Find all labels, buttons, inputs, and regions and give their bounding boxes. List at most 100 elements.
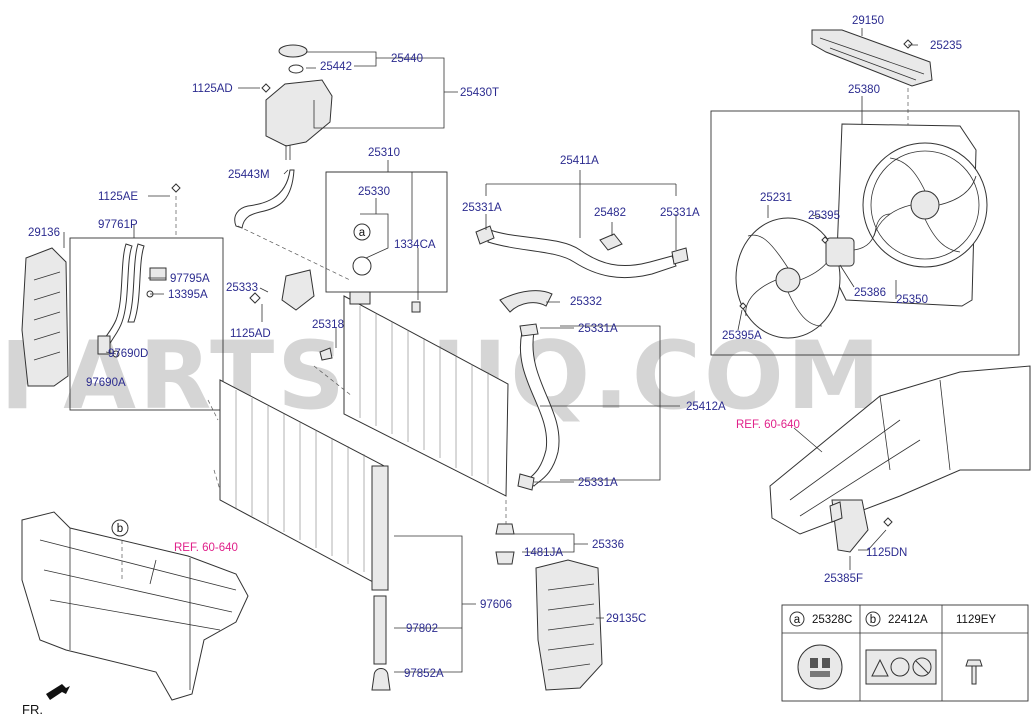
radiator-cap-icon — [797, 644, 843, 690]
callout-1481ja[interactable]: 1481JA — [524, 547, 563, 559]
callout-25430t[interactable]: 25430T — [460, 87, 499, 99]
hose-bracket[interactable] — [599, 233, 623, 251]
legend-a-circle — [789, 611, 805, 627]
callout-25231[interactable]: 25231 — [760, 192, 792, 204]
marker-b-circle — [111, 519, 129, 537]
callout-25385f[interactable]: 25385F — [824, 573, 863, 585]
legend-a-part[interactable]: 25328C — [812, 614, 852, 626]
callout-97690d[interactable]: 97690D — [108, 348, 148, 360]
radiator-bracket[interactable] — [319, 347, 333, 361]
legend-b-marker: b — [870, 614, 876, 626]
receiver-drier[interactable] — [371, 465, 389, 591]
front-end-carrier[interactable] — [21, 511, 249, 701]
callout-97761p[interactable]: 97761P — [98, 219, 138, 231]
callout-labels: 29150 25235 25380 25231 25395 25386 2535… — [22, 15, 962, 717]
legend-b-part[interactable]: 22412A — [888, 614, 928, 626]
bracket-bolt[interactable] — [903, 39, 913, 49]
callout-25395a[interactable]: 25395A — [722, 330, 762, 342]
upper-mount[interactable] — [281, 269, 315, 311]
hose-guide[interactable] — [499, 290, 553, 313]
line-bracket-box — [69, 237, 224, 411]
callout-25411a[interactable]: 25411A — [560, 155, 599, 167]
motor-screw[interactable] — [821, 236, 829, 244]
bracket-bolt-top[interactable] — [171, 183, 181, 193]
legend-b-circle — [865, 611, 881, 627]
sensor-bolt[interactable] — [883, 517, 893, 527]
callout-13395a[interactable]: 13395A — [168, 289, 208, 301]
ref-left[interactable]: REF. 60-640 — [174, 542, 238, 554]
callout-25333[interactable]: 25333 — [226, 282, 258, 294]
callout-25386[interactable]: 25386 — [854, 287, 886, 299]
side-member[interactable] — [769, 365, 1031, 535]
callout-25440[interactable]: 25440 — [391, 53, 423, 65]
fan-motor[interactable] — [825, 237, 855, 267]
callout-97606[interactable]: 97606 — [480, 599, 512, 611]
ref-right[interactable]: REF. 60-640 — [736, 419, 800, 431]
reservoir-tank[interactable] — [265, 79, 333, 147]
legend-a-marker: a — [794, 614, 801, 626]
callout-1125ad-mid[interactable]: 1125AD — [230, 328, 271, 340]
callout-25380[interactable]: 25380 — [848, 84, 880, 96]
hose-group — [475, 225, 689, 565]
orientation-label: FR. — [22, 702, 43, 717]
hose-clamp-3[interactable] — [519, 323, 539, 337]
callout-25331a-1[interactable]: 25331A — [462, 202, 502, 214]
drier-plug[interactable] — [371, 668, 391, 691]
lower-hose[interactable] — [519, 331, 560, 487]
callout-25443m[interactable]: 25443M — [228, 169, 270, 181]
callout-25482[interactable]: 25482 — [594, 207, 626, 219]
sensor-a[interactable] — [352, 256, 372, 276]
hose-clamp-2[interactable] — [671, 247, 689, 265]
line-clamp[interactable] — [149, 267, 167, 281]
drain-plug[interactable] — [495, 523, 515, 535]
mount-bolt[interactable] — [249, 292, 261, 304]
hose-clamp-1[interactable] — [475, 225, 495, 245]
radiator[interactable] — [343, 295, 509, 497]
drain-seal[interactable] — [495, 551, 515, 565]
callout-25235[interactable]: 25235 — [930, 40, 962, 52]
reservoir-hose[interactable] — [234, 169, 295, 229]
callout-1125ad-top[interactable]: 1125AD — [192, 83, 233, 95]
upper-hose[interactable] — [487, 229, 677, 279]
callout-25442[interactable]: 25442 — [320, 61, 352, 73]
leader-lines — [63, 28, 918, 673]
callout-29135c[interactable]: 29135C — [606, 613, 646, 625]
callout-97852a[interactable]: 97852A — [404, 668, 444, 680]
callout-25350[interactable]: 25350 — [896, 294, 928, 306]
bolt-icon — [965, 659, 983, 685]
callout-97802[interactable]: 97802 — [406, 623, 438, 635]
callout-25336[interactable]: 25336 — [592, 539, 624, 551]
callout-25412a[interactable]: 25412A — [686, 401, 726, 413]
legend-c-part[interactable]: 1129EY — [956, 614, 996, 626]
callout-25395[interactable]: 25395 — [808, 210, 840, 222]
upper-mount-bracket[interactable] — [811, 29, 933, 87]
marker-a: a — [359, 227, 366, 239]
hose-clamp-4[interactable] — [517, 473, 535, 491]
callout-25330[interactable]: 25330 — [358, 186, 390, 198]
callout-25332[interactable]: 25332 — [570, 296, 602, 308]
callout-29150[interactable]: 29150 — [852, 15, 884, 27]
radiator-clip[interactable] — [411, 301, 421, 313]
callout-29136[interactable]: 29136 — [28, 227, 60, 239]
callout-97690a[interactable]: 97690A — [86, 377, 126, 389]
air-guide-lower[interactable] — [535, 559, 603, 691]
radiator-filler[interactable] — [349, 291, 371, 305]
cap-seal[interactable] — [288, 64, 304, 74]
callout-25310[interactable]: 25310 — [368, 147, 400, 159]
blade-screw[interactable] — [739, 302, 747, 310]
warning-label-icon — [865, 649, 937, 685]
marker-b: b — [117, 523, 123, 535]
callout-25331a-3[interactable]: 25331A — [578, 323, 618, 335]
callout-1125ae[interactable]: 1125AE — [98, 191, 138, 203]
callout-1334ca[interactable]: 1334CA — [394, 239, 436, 251]
callout-25318[interactable]: 25318 — [312, 319, 344, 331]
fan-assembly-box — [710, 110, 1020, 356]
callout-1125dn[interactable]: 1125DN — [866, 547, 907, 559]
desiccant[interactable] — [373, 595, 387, 665]
callout-25331a-2[interactable]: 25331A — [660, 207, 700, 219]
callout-97795a[interactable]: 97795A — [170, 273, 210, 285]
reservoir-cap[interactable] — [278, 44, 308, 58]
callout-25331a-4[interactable]: 25331A — [578, 477, 618, 489]
reservoir-bolt[interactable] — [261, 83, 271, 93]
